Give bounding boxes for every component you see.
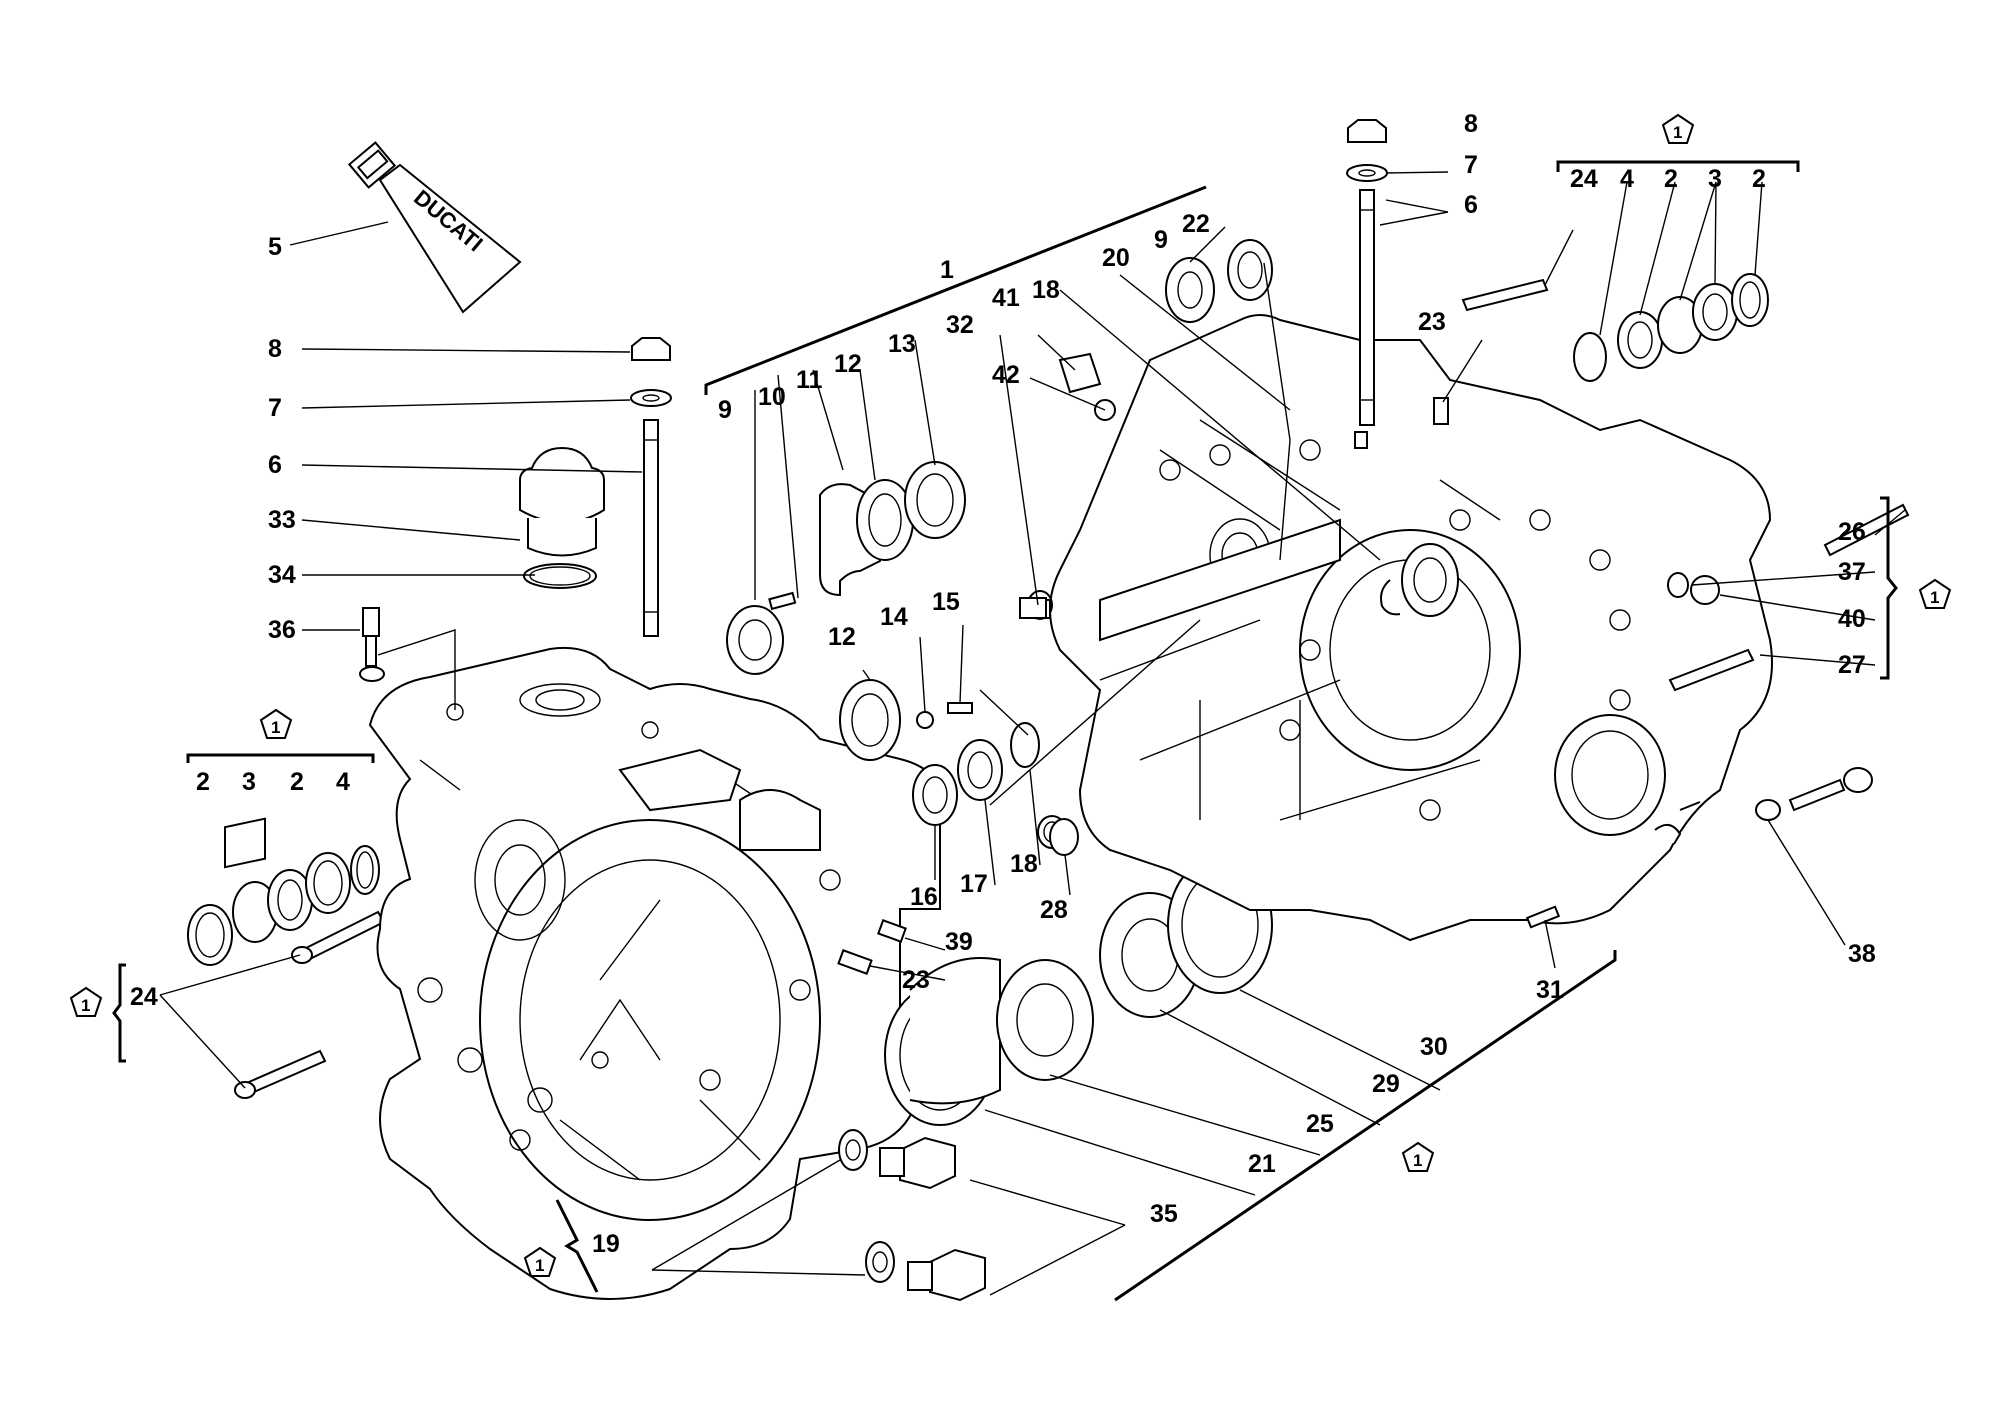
callout-23: 23	[902, 966, 930, 994]
callout-11: 11	[796, 366, 823, 394]
callout-3: 3	[1708, 165, 1722, 193]
kit-marker-1: 1	[259, 708, 293, 739]
callout-12: 12	[828, 623, 856, 651]
callout-36: 36	[268, 616, 296, 644]
callout-3: 3	[242, 768, 256, 796]
dowels	[837, 919, 907, 975]
callout-15: 15	[932, 588, 960, 616]
callout-6: 6	[1464, 191, 1478, 219]
right-stud-assembly	[1346, 119, 1388, 426]
kit-marker-text: 1	[535, 1256, 544, 1275]
callout-29: 29	[1372, 1070, 1400, 1098]
middle-bearing-group	[726, 461, 966, 675]
braces	[112, 160, 1898, 1302]
callout-26: 26	[1838, 518, 1866, 546]
right-crankcase-half	[1027, 314, 1773, 942]
callout-34: 34	[268, 561, 296, 589]
leader-lines	[159, 171, 1906, 1296]
callout-4: 4	[336, 768, 350, 796]
callout-22: 22	[1182, 210, 1210, 238]
screw-36	[359, 607, 385, 682]
kit-marker-5: 1	[1401, 1141, 1435, 1172]
callout-37: 37	[1838, 558, 1866, 586]
kit-marker-text: 1	[271, 718, 280, 737]
callout-9: 9	[1154, 226, 1168, 254]
left-crankcase-half	[368, 646, 941, 1300]
kit-marker-text: 1	[81, 996, 90, 1015]
callout-40: 40	[1838, 605, 1866, 633]
callout-13: 13	[888, 330, 916, 358]
callout-17: 17	[960, 870, 988, 898]
left-stud-assembly	[630, 337, 672, 637]
right-bearing-stack	[1461, 273, 1769, 382]
kit-marker-text: 1	[1930, 588, 1939, 607]
callout-labels: 5 8 7 6 33 34 36 2 3 2 4 24 1 9 10 11 12…	[130, 110, 1876, 1258]
callout-20: 20	[1102, 244, 1130, 272]
callout-32: 32	[946, 311, 974, 339]
callout-7: 7	[268, 394, 282, 422]
kit-marker-2: 1	[1661, 113, 1695, 144]
callout-8: 8	[268, 335, 282, 363]
upper-right-bearings	[1019, 239, 1273, 619]
kit-marker-4: 1	[69, 986, 103, 1017]
callout-1: 1	[940, 256, 954, 284]
kit-marker-text: 1	[1413, 1151, 1422, 1170]
breather-cap	[519, 446, 605, 589]
callout-24: 24	[130, 983, 158, 1011]
o-ring-28	[1049, 818, 1079, 856]
callout-10: 10	[758, 383, 786, 411]
callout-12: 12	[834, 350, 862, 378]
callout-24: 24	[1570, 165, 1598, 193]
callout-35: 35	[1150, 1200, 1178, 1228]
sealant-tube: DUCATI	[347, 141, 522, 314]
left-screws-24	[234, 910, 386, 1099]
callout-9: 9	[718, 396, 732, 424]
dowel-23-top	[1433, 397, 1449, 425]
callout-2: 2	[1752, 165, 1766, 193]
callout-18: 18	[1010, 850, 1038, 878]
kit-marker-text: 1	[1673, 123, 1682, 142]
callout-2: 2	[290, 768, 304, 796]
callout-23: 23	[1418, 308, 1446, 336]
callout-2: 2	[1664, 165, 1678, 193]
callout-33: 33	[268, 506, 296, 534]
lower-middle-bearings	[839, 679, 1067, 849]
callout-30: 30	[1420, 1033, 1448, 1061]
callout-21: 21	[1248, 1150, 1276, 1178]
callout-18: 18	[1032, 276, 1060, 304]
callout-6: 6	[268, 451, 282, 479]
callout-8: 8	[1464, 110, 1478, 138]
callout-2: 2	[196, 768, 210, 796]
callout-5: 5	[268, 233, 282, 261]
callout-39: 39	[945, 928, 973, 956]
callout-7: 7	[1464, 151, 1478, 179]
callout-28: 28	[1040, 896, 1068, 924]
callout-25: 25	[1306, 1110, 1334, 1138]
callout-14: 14	[880, 603, 908, 631]
callout-41: 41	[992, 284, 1020, 312]
callout-42: 42	[992, 361, 1020, 389]
left-bearing-stack	[187, 817, 380, 966]
kit-marker-6: 1	[523, 1246, 557, 1277]
callout-16: 16	[910, 883, 938, 911]
callout-4: 4	[1620, 165, 1634, 193]
kit-marker-3: 1	[1918, 578, 1952, 609]
callout-27: 27	[1838, 651, 1866, 679]
drain-plugs	[838, 1129, 986, 1302]
callout-38: 38	[1848, 940, 1876, 968]
main-bearings	[884, 856, 1273, 1126]
callout-31: 31	[1536, 976, 1564, 1004]
callout-19: 19	[592, 1230, 620, 1258]
